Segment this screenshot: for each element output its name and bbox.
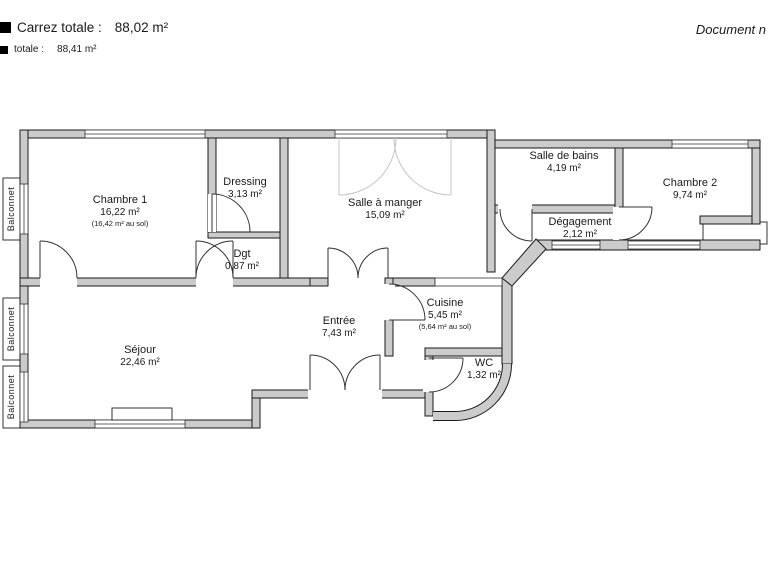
door-swing-arc [327, 247, 359, 279]
carrez-value: 88,02 m² [114, 20, 169, 35]
wall-segment [486, 129, 496, 273]
door-swing-arc [499, 208, 533, 242]
doors [39, 193, 653, 393]
door-gap [498, 203, 532, 215]
wall-segment [751, 147, 761, 225]
wall-segment [207, 231, 289, 239]
balconnet-label: Balconnet [6, 374, 16, 420]
door-swing-arc [344, 354, 381, 391]
french-door-swings [338, 137, 452, 196]
door-swing-arc [195, 240, 234, 279]
radiator [111, 407, 173, 421]
cased-opening [434, 277, 503, 287]
door-gap [196, 276, 233, 288]
door-swing-arc [309, 354, 346, 391]
wall-segment [424, 347, 513, 357]
wall-segment [309, 277, 329, 287]
door-swing-arc [618, 206, 653, 241]
wall-segment [279, 137, 289, 279]
door-openings [40, 194, 625, 400]
balconnet-label: Balconnet [6, 186, 16, 232]
legend-square-small [0, 45, 8, 54]
door-swing-arc [39, 240, 78, 279]
wall-segment [699, 215, 753, 225]
balconies [2, 177, 768, 429]
document-ref: Document n [695, 22, 766, 37]
wall-curve [433, 363, 511, 420]
wall-diagonal [501, 238, 547, 287]
door-swing-arc [211, 193, 251, 233]
door-gap [383, 284, 395, 320]
total-label: totale : [14, 44, 45, 55]
balconnet-label: Balconnet [6, 306, 16, 352]
legend-square-large [0, 22, 11, 33]
door-swing-arc [338, 137, 397, 196]
door-gap [613, 207, 625, 240]
wall-segment [501, 277, 513, 365]
walls [19, 129, 761, 429]
surface-carrez-line: Carrez totale : 88,02 m² [0, 20, 168, 35]
door-swing-arc [388, 283, 426, 321]
windows [19, 129, 749, 429]
carrez-label: Carrez totale : [17, 20, 102, 35]
surface-total-line: totale : 88,41 m² [0, 44, 97, 55]
door-swing-arc [195, 240, 234, 279]
door-swing-arc [357, 247, 389, 279]
door-swing-arc [428, 357, 464, 393]
total-value: 88,41 m² [57, 44, 97, 55]
door-gap [40, 276, 77, 288]
door-swing-arc [393, 137, 452, 196]
door-gap [423, 360, 435, 392]
door-gap [308, 388, 382, 400]
